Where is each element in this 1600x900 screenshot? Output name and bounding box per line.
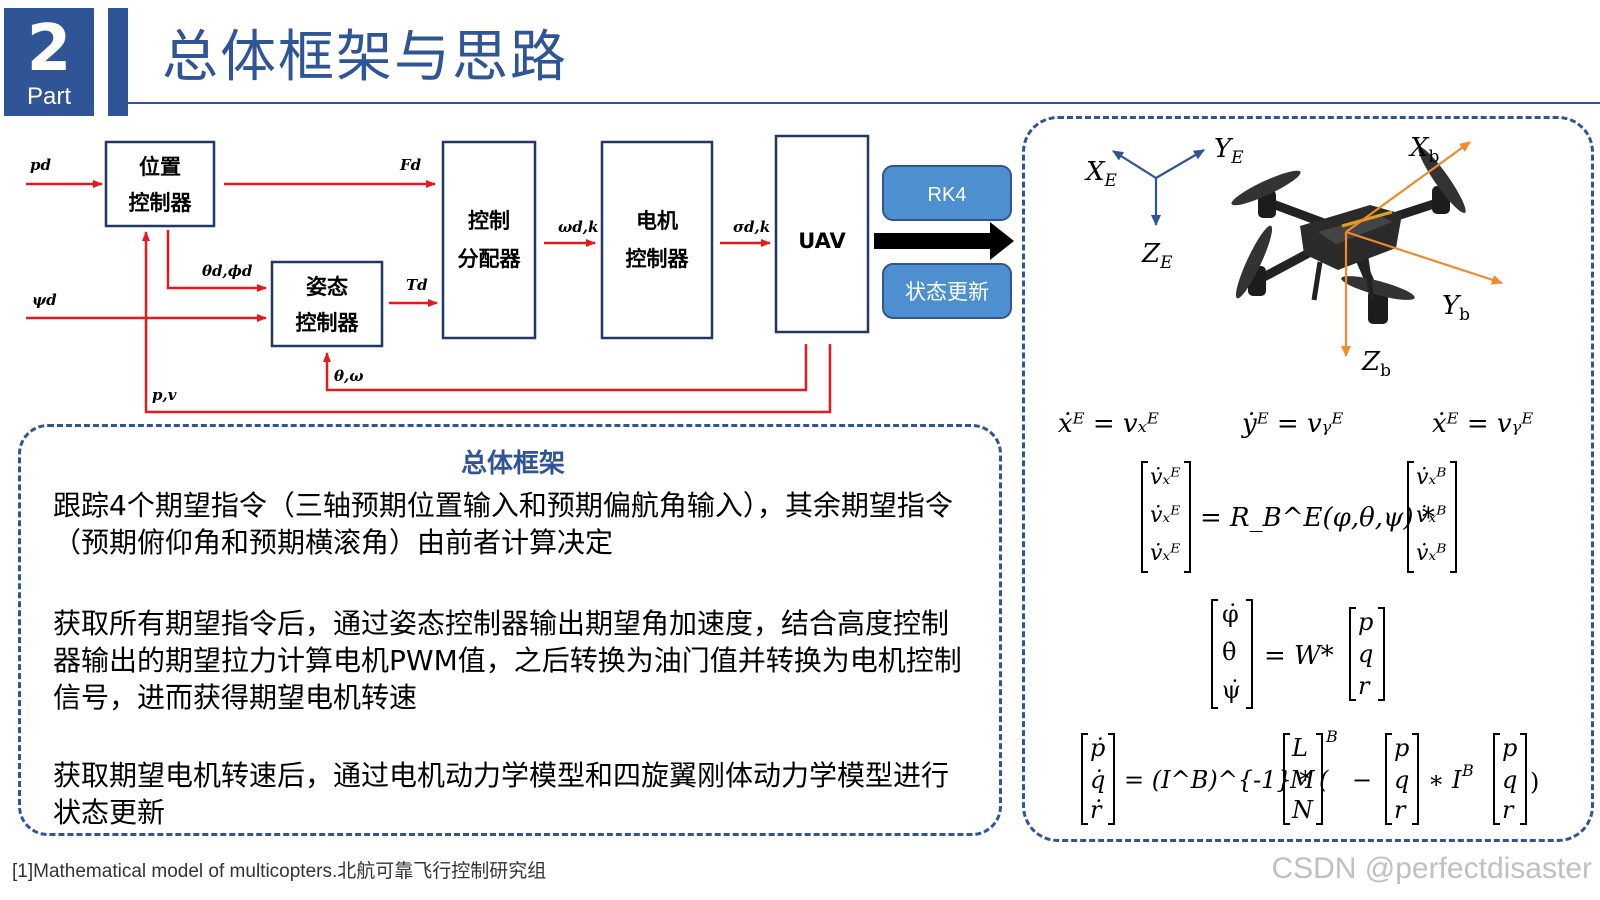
black-flow-arrow — [874, 222, 1014, 260]
svg-text:M: M — [1289, 766, 1316, 794]
eq2-rhs: = R_B^E(φ,θ,ψ) * — [1200, 503, 1435, 533]
equation-panel — [1022, 116, 1594, 842]
xe-label: XE — [1084, 157, 1118, 191]
part-badge: 2 Part — [4, 8, 94, 116]
pd-label: pd — [30, 156, 51, 174]
svg-text:): ) — [1530, 768, 1539, 796]
position-controller-line1: 位置 — [139, 155, 181, 179]
attitude-controller-block: 姿态 控制器 — [270, 260, 384, 348]
svg-text:r: r — [1394, 796, 1407, 824]
svg-text:B: B — [1461, 761, 1474, 780]
framework-paragraph-2: 获取所有期望指令后，通过姿态控制器输出期望角加速度，结合高度控制器输出的期望拉力… — [53, 607, 962, 714]
svg-text:r: r — [1502, 796, 1515, 824]
earth-frame-axes — [1112, 149, 1205, 226]
svg-text:q: q — [1502, 766, 1517, 794]
framework-paragraph-1: 跟踪4个期望指令（三轴预期位置输入和预期偏航角输入），其余期望指令（预期俯仰角和… — [53, 489, 953, 559]
motor-controller-block: 电机 控制器 — [600, 140, 714, 340]
eq-position-x: ẋᴱ = vₓᴱ — [1058, 409, 1159, 439]
svg-text:ṗ: ṗ — [1090, 734, 1105, 762]
framework-paragraph-3: 获取期望电机转速后，通过电机动力学模型和四旋翼刚体动力学模型进行状态更新 — [53, 759, 950, 829]
angular-dynamics-equation: ṗ q̇ ṙ = (I^B)^{-1} * ( L M N B − p q r … — [1081, 727, 1539, 825]
psid-label: ψd — [32, 291, 57, 309]
body-frame-axes — [1341, 141, 1503, 357]
svg-text:p: p — [1394, 734, 1409, 762]
eq4-rhs: = (I^B)^{-1} * ( — [1124, 766, 1329, 794]
omegadk-label: ωd,k — [558, 218, 598, 236]
page-title: 总体框架与思路 — [162, 25, 568, 90]
reference-note: [1]Mathematical model of multicopters.北航… — [12, 861, 547, 882]
svg-text:φ̇: φ̇ — [1222, 600, 1239, 628]
xb-label: Xb — [1408, 133, 1440, 167]
eq3-rhs: = W* — [1264, 641, 1334, 671]
motor-controller-line2: 控制器 — [626, 247, 690, 271]
p-v-label: p,v — [152, 386, 177, 404]
framework-title: 总体框架 — [460, 449, 565, 479]
svg-text:L: L — [1291, 734, 1308, 762]
velocity-transform-equation: v̇ₓᴱ v̇ₓᴱ v̇ₓᴱ = R_B^E(φ,θ,ψ) * v̇ₓᴮ v̇ₓ… — [1141, 461, 1457, 573]
svg-text:∗ I: ∗ I — [1428, 766, 1462, 794]
theta-omega-feedback — [323, 344, 808, 392]
state-update-label: 状态更新 — [905, 280, 989, 304]
part-number: 2 — [26, 12, 72, 86]
td-label: Td — [406, 276, 428, 294]
theta-omega-label: θ,ω — [334, 367, 364, 385]
ze-label: ZE — [1141, 239, 1173, 273]
state-update-box: 状态更新 — [882, 263, 1012, 319]
thetad-phid-arrow — [166, 230, 267, 292]
framework-panel: 总体框架 跟踪4个期望指令（三轴预期位置输入和预期偏航角输入），其余期望指令（预… — [18, 424, 1002, 836]
svg-text:v̇ₓᴮ: v̇ₓᴮ — [1416, 541, 1446, 566]
uav-label: UAV — [798, 229, 846, 253]
control-allocator-line2: 分配器 — [458, 247, 522, 271]
title-divider — [128, 102, 1600, 104]
uav-block: UAV — [774, 134, 870, 334]
rk4-box: RK4 — [882, 165, 1012, 221]
ye-label: YE — [1214, 134, 1244, 168]
svg-text:q̇: q̇ — [1090, 766, 1105, 794]
svg-text:v̇ₓᴱ: v̇ₓᴱ — [1150, 541, 1180, 566]
svg-text:B: B — [1325, 727, 1338, 746]
sigmadk-label: σd,k — [733, 218, 770, 236]
svg-text:r: r — [1358, 672, 1371, 700]
watermark: CSDN @perfectdisaster — [1271, 852, 1592, 885]
svg-text:p: p — [1358, 608, 1373, 636]
svg-text:ψ̇: ψ̇ — [1222, 676, 1241, 704]
svg-text:−: − — [1352, 766, 1372, 794]
rk4-label: RK4 — [928, 184, 967, 206]
svg-text:q: q — [1394, 766, 1409, 794]
title-accent-bar — [108, 8, 128, 116]
kinematics-equations: ẋᴱ = vₓᴱ ẏᴱ = vᵧᴱ ẋᴱ = vᵧᴱ — [1058, 409, 1533, 439]
svg-text:v̇ₓᴮ: v̇ₓᴮ — [1416, 465, 1446, 490]
svg-text:θ̇: θ̇ — [1222, 638, 1236, 666]
eq-position-z: ẋᴱ = vᵧᴱ — [1432, 409, 1533, 439]
svg-text:v̇ₓᴮ: v̇ₓᴮ — [1416, 503, 1446, 528]
attitude-controller-line2: 控制器 — [296, 311, 360, 335]
position-controller-line2: 控制器 — [129, 191, 193, 215]
zb-label: Zb — [1361, 347, 1391, 381]
euler-rate-equation: φ̇ θ̇ ψ̇ = W* p q r — [1211, 599, 1385, 709]
svg-text:v̇ₓᴱ: v̇ₓᴱ — [1150, 465, 1180, 490]
motor-controller-line1: 电机 — [636, 209, 678, 233]
svg-text:v̇ₓᴱ: v̇ₓᴱ — [1150, 503, 1180, 528]
quadcopter-image — [1231, 146, 1466, 324]
fd-label: Fd — [399, 156, 422, 174]
svg-text:p: p — [1502, 734, 1517, 762]
svg-text:ṙ: ṙ — [1090, 796, 1103, 824]
part-label: Part — [26, 83, 71, 110]
attitude-controller-line1: 姿态 — [306, 275, 348, 299]
control-allocator-line1: 控制 — [468, 209, 510, 233]
eq-position-y: ẏᴱ = vᵧᴱ — [1241, 409, 1343, 439]
thetad-phid-label: θd,ϕd — [202, 262, 253, 280]
position-controller-block: 位置 控制器 — [104, 140, 216, 228]
svg-text:q: q — [1358, 640, 1373, 668]
p-v-feedback — [142, 231, 832, 414]
control-allocator-block: 控制 分配器 — [441, 140, 537, 340]
yb-label: Yb — [1442, 291, 1470, 325]
svg-text:N: N — [1291, 796, 1314, 824]
